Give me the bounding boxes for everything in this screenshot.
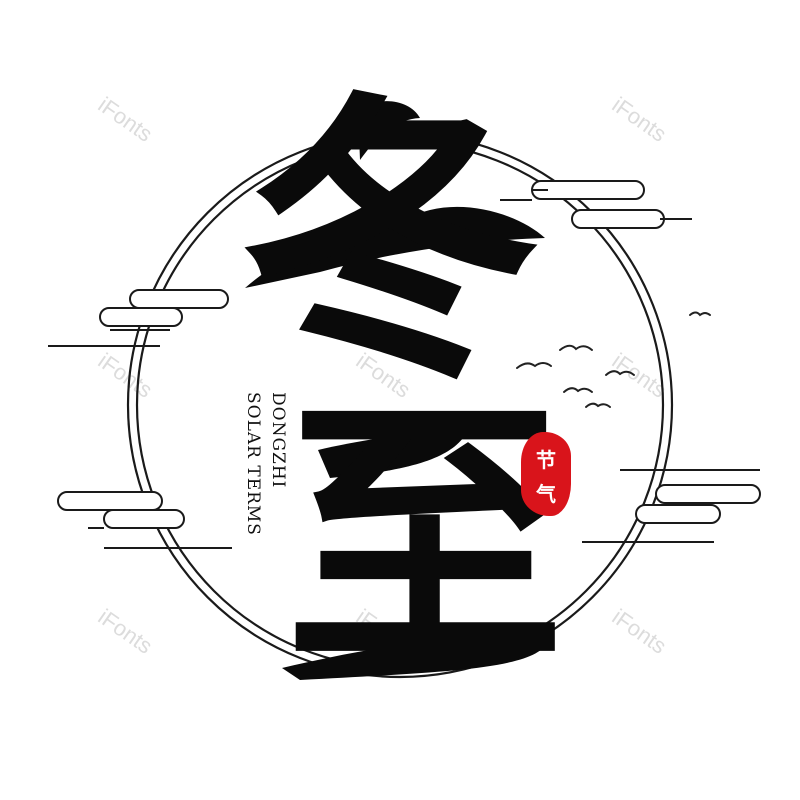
title-char-dong: 冬 (240, 65, 540, 418)
seal-char-jie: 节 (536, 448, 556, 472)
cloud-left-upper (48, 289, 229, 347)
red-seal: 节 气 (521, 432, 571, 516)
outer-ring (126, 131, 674, 679)
ink-strokes (245, 101, 548, 680)
cloud-left-lower (57, 491, 232, 549)
cloud-top-right (500, 180, 692, 229)
subtitle-dongzhi: DONGZHI (268, 392, 288, 489)
birds (516, 311, 711, 408)
cloud-right (582, 469, 761, 543)
seal-char-qi: 气 (536, 482, 556, 506)
subtitle-solar-terms: SOLAR TERMS (243, 392, 263, 536)
title-char-zhi: 至 (285, 373, 565, 702)
